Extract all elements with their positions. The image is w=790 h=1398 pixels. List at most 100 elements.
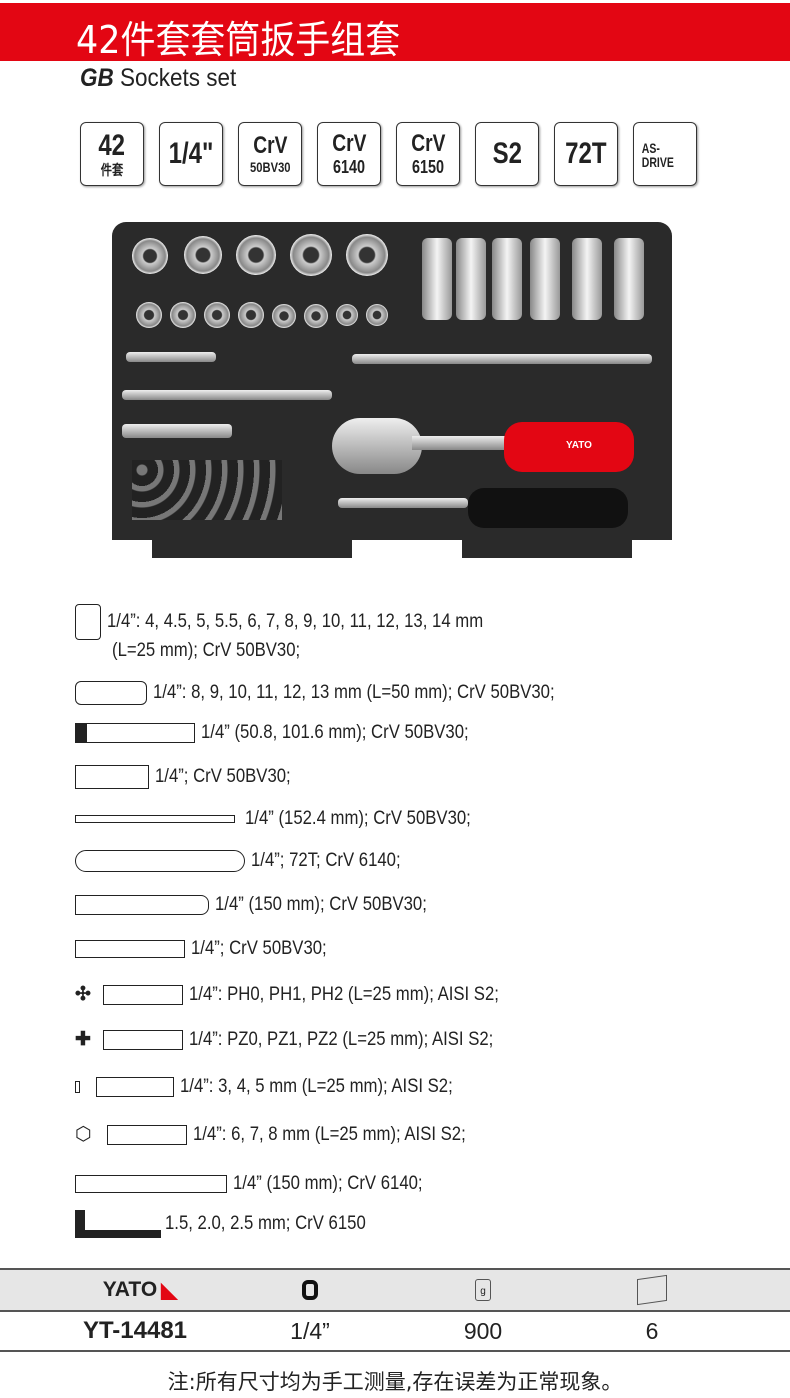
spec-item: 1/4” (150 mm); CrV 50BV30;	[75, 894, 456, 916]
spec-item: 1.5, 2.0, 2.5 mm; CrV 6150	[75, 1210, 393, 1238]
socket-icon	[170, 302, 196, 328]
brand-text: YATO	[102, 1278, 158, 1301]
tray-notch	[352, 540, 462, 560]
square-drive-icon	[302, 1280, 318, 1300]
deep-socket-icon	[422, 238, 452, 320]
badge-value: 42	[98, 129, 126, 162]
spec-text: (L=25 mm); CrV 50BV30;	[112, 640, 301, 661]
tray-notch	[112, 540, 152, 560]
spec-item: 1/4” (50.8, 101.6 mm); CrV 50BV30;	[75, 722, 505, 744]
badge-s2: S2	[475, 122, 539, 186]
deep-socket-icon	[492, 238, 522, 320]
brand-mark-icon: ◣	[161, 1278, 178, 1302]
subtitle: GB Sockets set	[80, 64, 236, 93]
socket-icon	[238, 302, 264, 328]
bit-adapter-icon	[75, 940, 185, 958]
handle-brand: YATO	[566, 440, 592, 451]
pozidriv-bit-icon	[103, 1029, 183, 1050]
brand-logo: YATO◣	[60, 1270, 220, 1310]
extension-bar-icon	[122, 424, 232, 438]
flat-tip-icon	[75, 1081, 80, 1093]
extension-bar-icon	[75, 723, 195, 743]
package-quantity: 6	[645, 1317, 659, 1344]
badge-sub: 6150	[411, 157, 445, 177]
table-row: YT-14481 1/4” 900 6	[0, 1312, 790, 1352]
spinner-handle-icon	[468, 488, 628, 528]
spec-text: 1/4”; 72T; CrV 6140;	[251, 850, 401, 871]
phillips-bit-icon	[103, 984, 183, 1005]
socket-icon	[204, 302, 230, 328]
extension-bar-icon	[122, 390, 332, 400]
spec-text: 1/4” (152.4 mm); CrV 50BV30;	[245, 808, 471, 829]
flat-bit-icon	[96, 1077, 174, 1097]
ratchet-icon	[75, 850, 245, 872]
spec-text: 1/4” (150 mm); CrV 6140;	[233, 1173, 423, 1194]
spec-item: 1/4”; CrV 50BV30;	[75, 765, 309, 789]
badge-value: CrV	[410, 130, 446, 157]
phillips-icon: ✣	[75, 984, 91, 1005]
ratchet-icon	[332, 418, 422, 474]
title-banner: 42件套套筒扳手组套	[0, 3, 790, 62]
spec-text: 1/4”: 3, 4, 5 mm (L=25 mm); AISI S2;	[180, 1076, 453, 1097]
badge-value: CrV	[331, 130, 367, 157]
package-icon	[637, 1274, 667, 1306]
spec-item: 1/4” (150 mm); CrV 6140;	[75, 1173, 448, 1195]
badge-sub: 6140	[332, 157, 366, 177]
pozidriv-icon: ✚	[75, 1029, 91, 1050]
weight-icon: g	[403, 1270, 563, 1310]
flexible-extension-icon	[338, 498, 468, 508]
drive-size: 1/4”	[290, 1317, 330, 1344]
spec-item: 1/4”: 8, 9, 10, 11, 12, 13 mm (L=50 mm);…	[75, 681, 609, 705]
weight-unit: g	[475, 1279, 491, 1301]
spec-text: 1/4”: 6, 7, 8 mm (L=25 mm); AISI S2;	[193, 1123, 466, 1145]
drive-icon	[230, 1270, 390, 1310]
spec-text: 1/4”: 4, 4.5, 5, 5.5, 6, 7, 8, 9, 10, 11…	[107, 611, 484, 632]
ratchet-handle: YATO	[504, 422, 634, 472]
spec-item-cont: (L=25 mm); CrV 50BV30;	[112, 640, 326, 662]
spec-item: 1/4”; 72T; CrV 6140;	[75, 850, 421, 872]
spec-text: 1/4” (50.8, 101.6 mm); CrV 50BV30;	[201, 722, 469, 743]
spec-item: ✣ 1/4”: PH0, PH1, PH2 (L=25 mm); AISI S2;	[75, 983, 541, 1006]
socket-icon	[184, 236, 222, 274]
badge-72t: 72T	[554, 122, 618, 186]
badge-drive: 1/4"	[159, 122, 223, 186]
spec-item: ✚1/4”: PZ0, PZ1, PZ2 (L=25 mm); AISI S2;	[75, 1028, 535, 1051]
page-title: 42件套套筒扳手组套	[76, 18, 401, 62]
badge-sub: 件套	[100, 162, 124, 178]
deep-socket-icon	[572, 238, 602, 320]
product-info-table: YATO◣ g YT-14481 1/4” 900 6	[0, 1268, 790, 1352]
hex-key-icon	[75, 1210, 161, 1238]
spec-text: 1/4” (150 mm); CrV 50BV30;	[215, 894, 427, 915]
socket-icon	[336, 304, 358, 326]
model-number: YT-14481	[82, 1317, 188, 1344]
spec-text: 1.5, 2.0, 2.5 mm; CrV 6150	[165, 1213, 366, 1234]
socket-icon	[346, 234, 388, 276]
weight-value: 900	[463, 1317, 503, 1344]
universal-joint-icon	[75, 765, 149, 789]
badge-value: S2	[492, 137, 522, 170]
spec-text: 1/4”: PH0, PH1, PH2 (L=25 mm); AISI S2;	[189, 983, 499, 1005]
table-header: YATO◣ g	[0, 1268, 790, 1312]
socket-icon	[136, 302, 162, 328]
product-photo-tray: YATO	[112, 222, 672, 560]
deep-socket-icon	[456, 238, 486, 320]
bits-set	[132, 460, 282, 520]
socket-icon	[236, 235, 276, 275]
subtitle-bold: GB	[80, 64, 114, 92]
tray-notch	[632, 540, 672, 560]
hex-tip-icon: ⬡	[75, 1124, 92, 1145]
deep-socket-icon	[75, 681, 147, 705]
t-bar-icon	[352, 354, 652, 364]
hex-bit-icon	[107, 1124, 187, 1145]
spec-item: 1/4”: 4, 4.5, 5, 5.5, 6, 7, 8, 9, 10, 11…	[75, 604, 534, 640]
socket-icon	[132, 238, 168, 274]
spinner-handle-icon	[75, 895, 209, 915]
t-bar-icon	[75, 815, 235, 823]
deep-socket-icon	[530, 238, 560, 320]
ratchet-shaft	[412, 436, 512, 450]
badge-as-drive: AS-DRIVE	[633, 122, 697, 186]
socket-icon	[290, 234, 332, 276]
